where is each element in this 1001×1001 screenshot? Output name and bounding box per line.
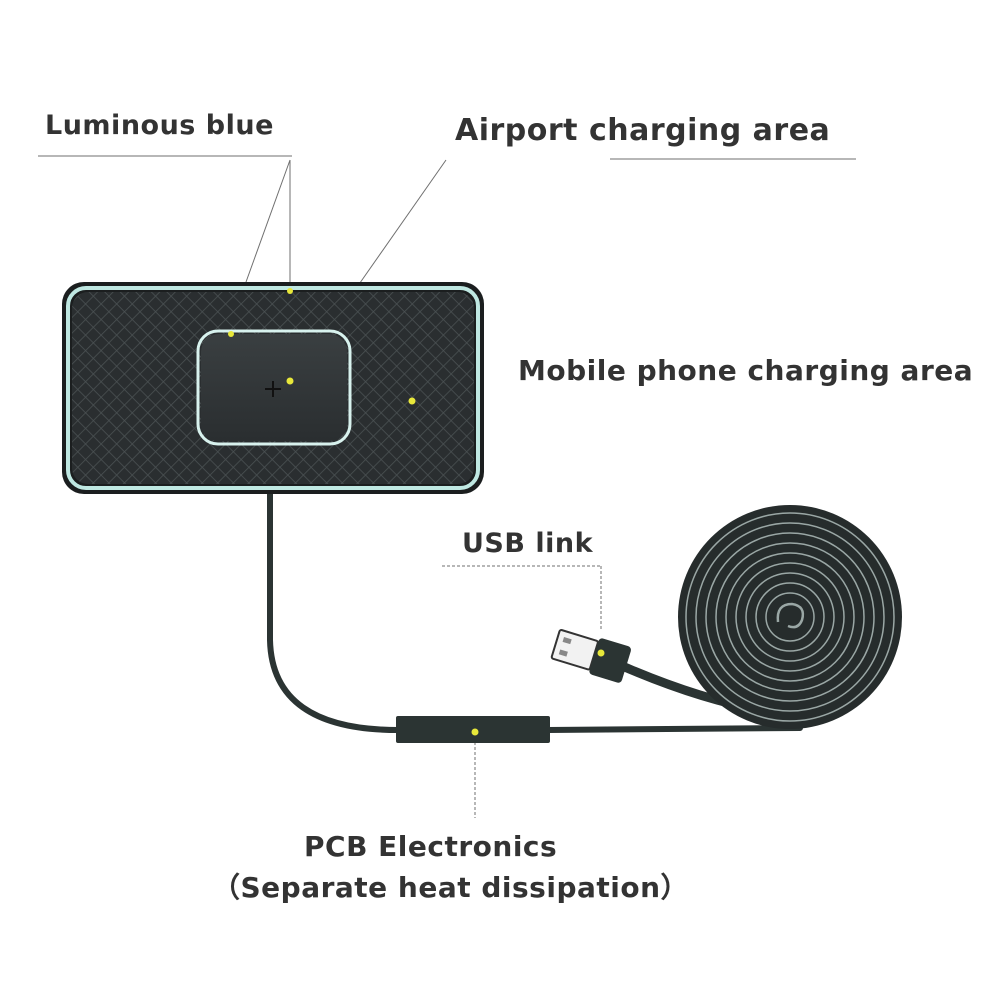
- marker-airport-edge: [228, 331, 234, 337]
- airport-charging-area-glow: [196, 329, 352, 446]
- charging-pad: [62, 282, 484, 494]
- usb-plug: [550, 629, 631, 683]
- marker-luminous-edge: [287, 288, 293, 294]
- cable-pcb-to-coil: [545, 725, 803, 733]
- markers: [228, 288, 605, 736]
- label-separate-heat-dissipation: （Separate heat dissipation）: [212, 871, 690, 904]
- leader-lines: [38, 155, 856, 818]
- coil-center-swirl: [776, 602, 805, 629]
- cable-pad-to-pcb: [267, 491, 401, 733]
- label-usb-link: USB link: [462, 528, 594, 559]
- marker-airport-center: [286, 377, 294, 385]
- cable-coil: [678, 505, 902, 729]
- marker-usb: [597, 649, 605, 657]
- label-mobile-phone-charging-area: Mobile phone charging area: [518, 354, 974, 387]
- luminous-leader-left: [245, 159, 291, 283]
- airport-leader: [354, 159, 447, 291]
- glow-edge: [66, 286, 480, 490]
- label-luminous-blue: Luminous blue: [45, 110, 274, 141]
- marker-mobile-area: [408, 397, 416, 405]
- label-airport-charging-area: Airport charging area: [455, 113, 831, 148]
- label-pcb-electronics: PCB Electronics: [304, 830, 558, 863]
- marker-pcb: [471, 728, 479, 736]
- plus-icon: [265, 381, 281, 397]
